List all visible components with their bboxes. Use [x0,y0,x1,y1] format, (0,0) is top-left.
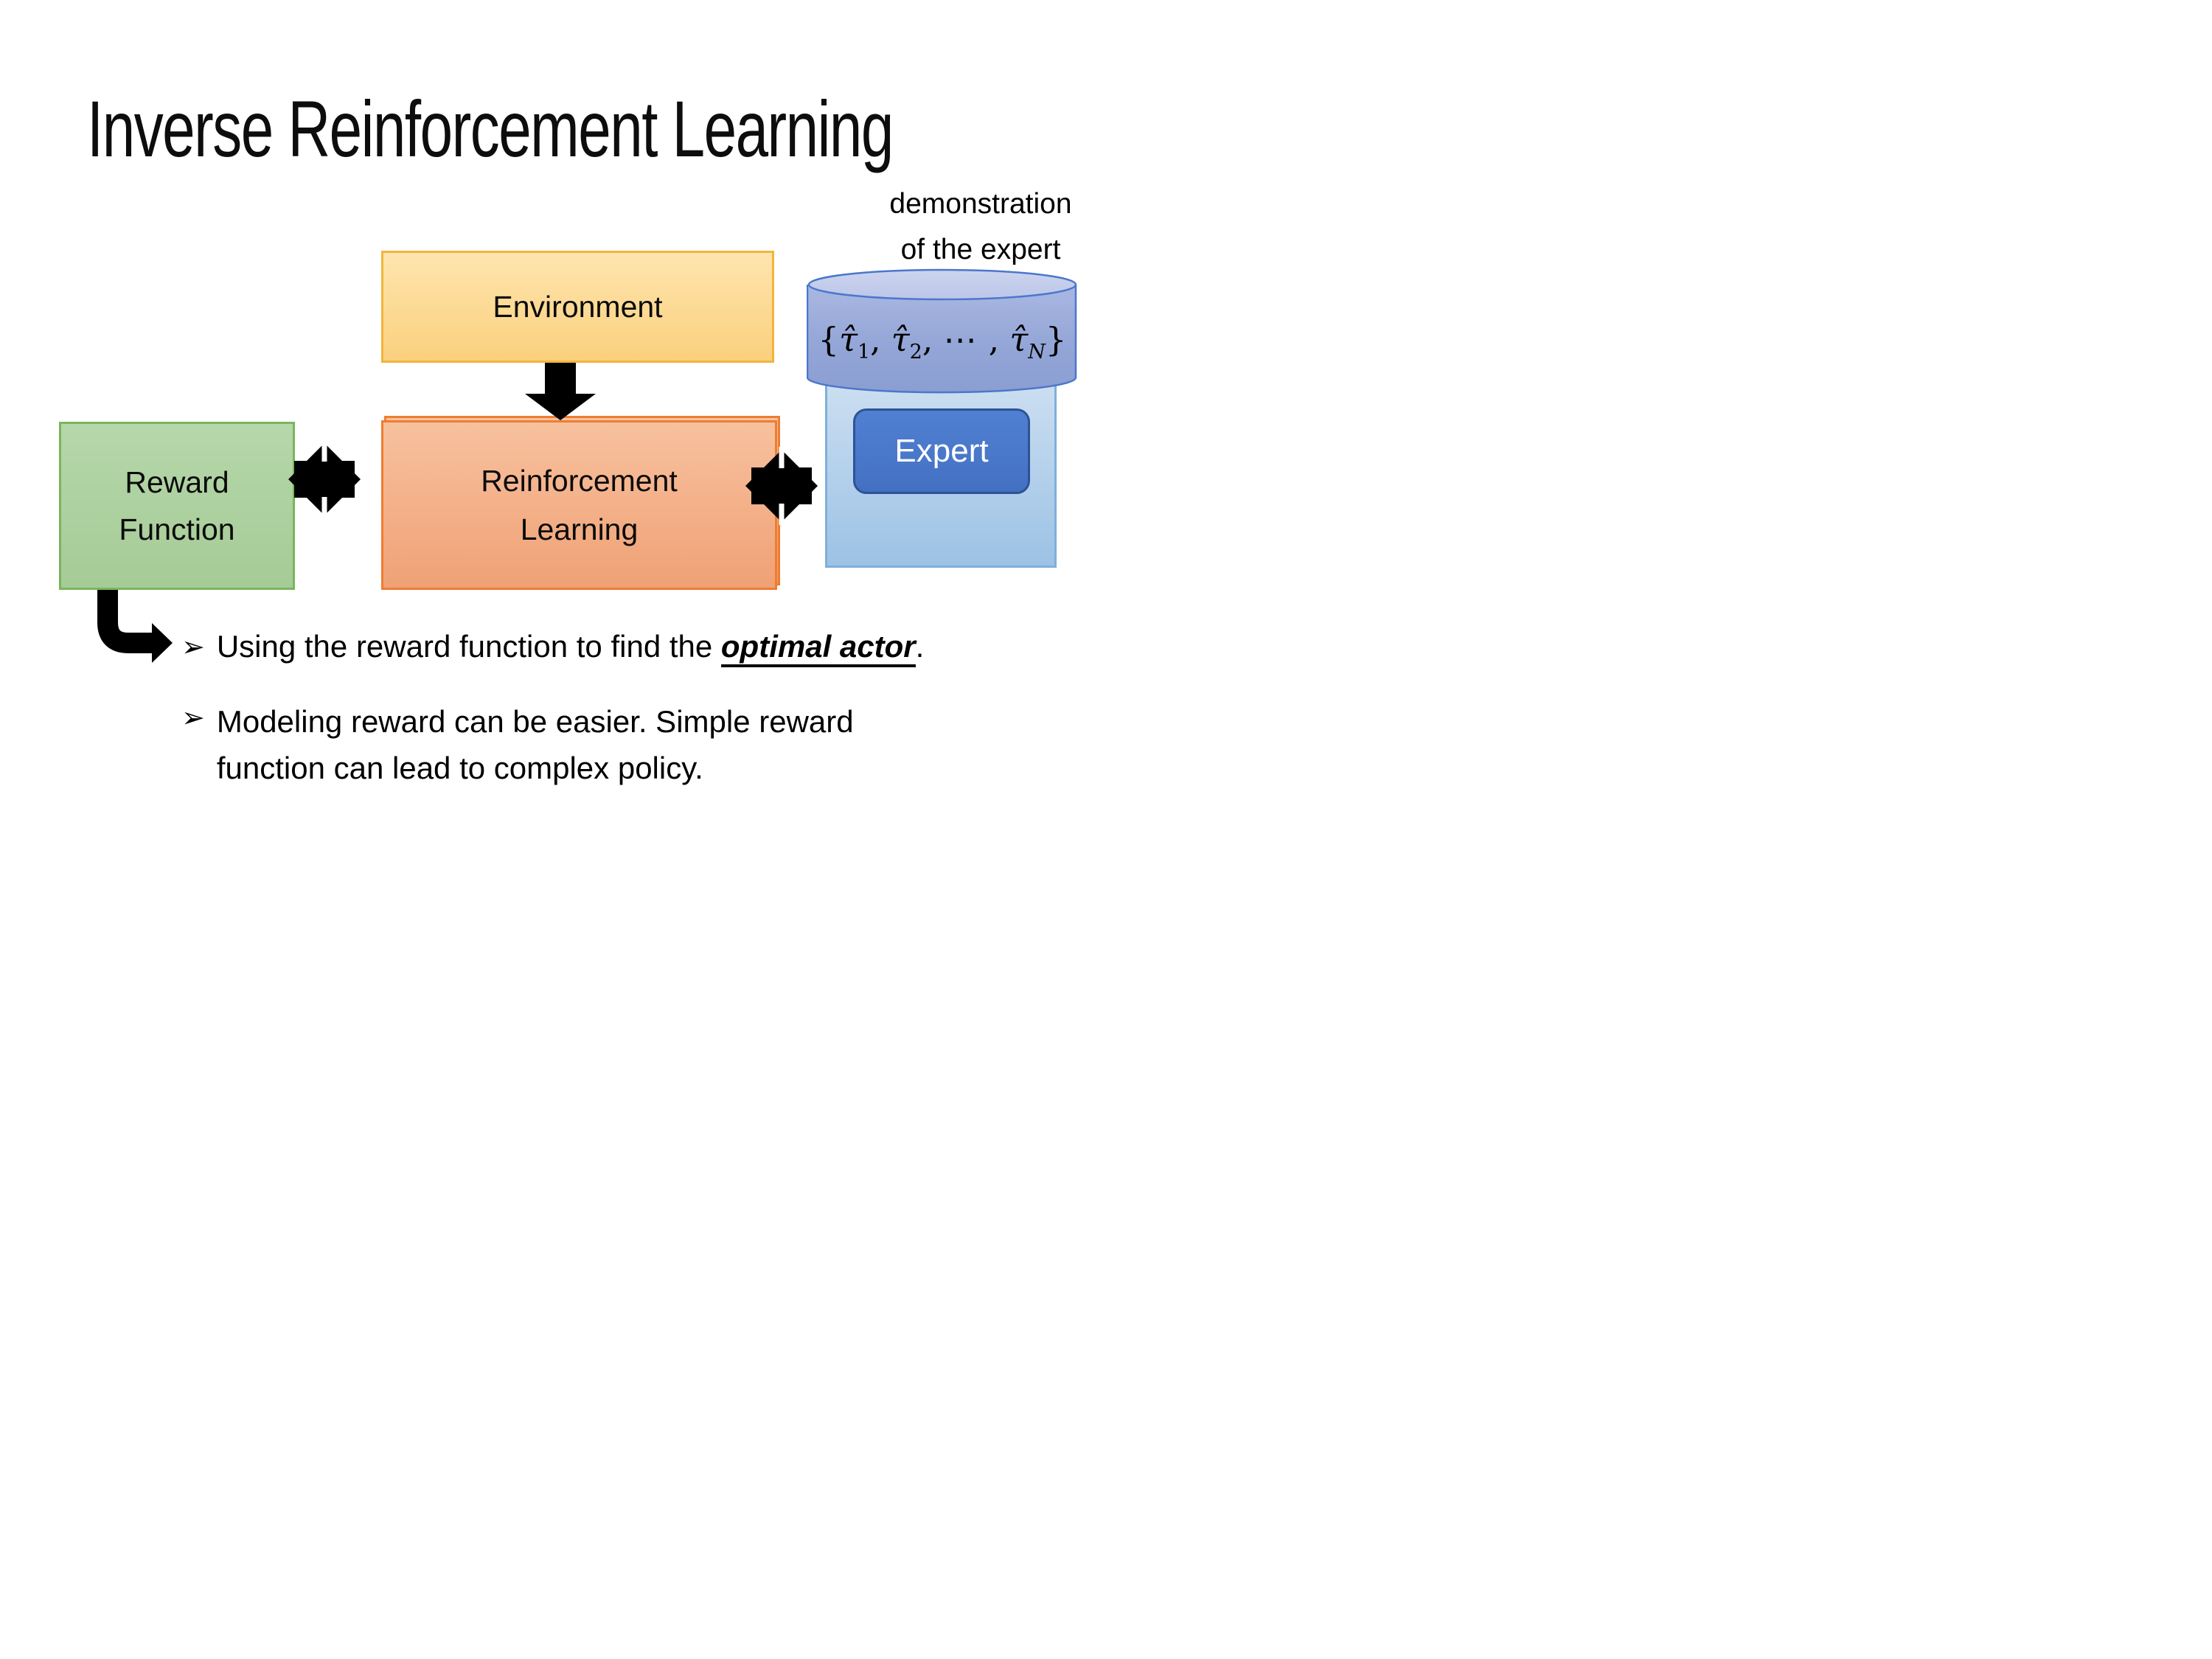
demonstrations-cylinder [807,268,1077,394]
demonstration-caption: demonstration of the expert [796,181,1106,273]
page-title: Inverse Reinforcement Learning [87,84,894,173]
expert-button: Expert [853,408,1030,494]
reinforcement-learning-label: Reinforcement Learning [481,464,678,546]
expert-label: Expert [894,433,989,469]
reward-function-label: Reward Function [119,465,235,546]
bent-arrow-icon [97,590,173,663]
slide: Inverse Reinforcement Learning demonstra… [0,0,1106,830]
down-arrow-icon [525,363,596,420]
bullet-2-text: Modeling reward can be easier. Simple re… [216,704,854,785]
bullet-item-2: ➢ Modeling reward can be easier. Simple … [181,698,854,791]
bullet-item-1: ➢ Using the reward function to find the … [181,627,924,667]
reward-function-box: Reward Function [59,422,295,590]
left-double-arrow-icon [288,440,361,518]
reinforcement-learning-box: Reinforcement Learning [381,420,777,590]
bullet-1-text: Using the reward function to find the op… [217,627,924,667]
bullet-marker-icon: ➢ [181,701,205,734]
optimal-actor-emphasis: optimal actor [720,629,916,667]
cylinder-formula: {τ̂1, τ̂2, ⋯ , τ̂N} [818,320,1067,364]
environment-label: Environment [493,289,663,324]
demonstration-caption-line1: demonstration [889,188,1072,220]
environment-box: Environment [381,251,774,363]
bullet-marker-icon: ➢ [181,630,205,663]
demonstration-caption-line2: of the expert [900,234,1061,265]
